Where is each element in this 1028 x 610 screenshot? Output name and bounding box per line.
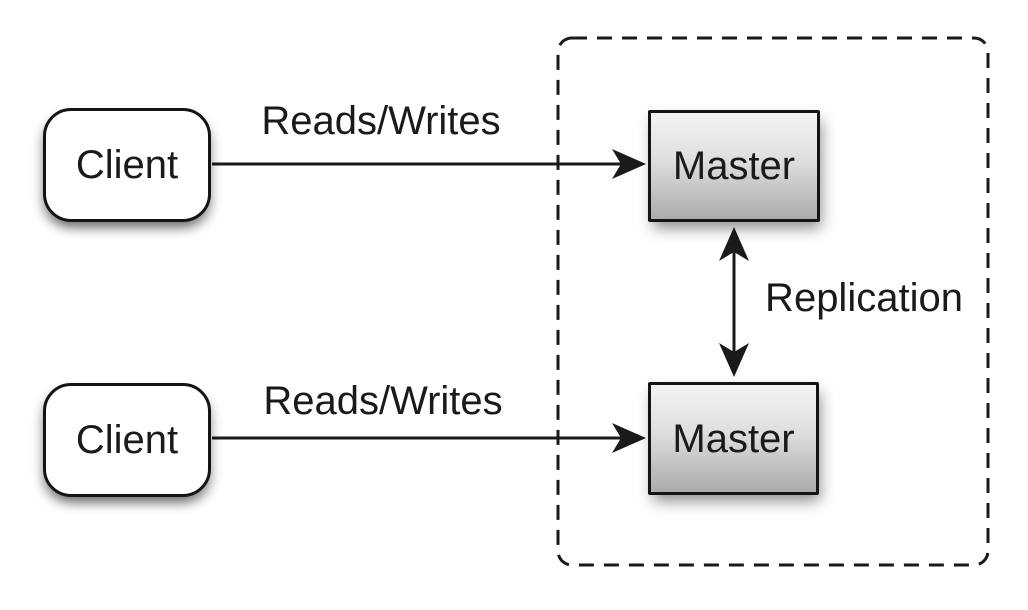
node-client-top-label: Client	[75, 143, 179, 187]
node-master-bottom: Master	[648, 382, 819, 495]
node-client-top: Client	[43, 108, 211, 222]
edge-label-reads-writes-top: Reads/Writes	[261, 99, 501, 143]
node-client-bottom: Client	[43, 383, 211, 497]
replication-group-border	[556, 36, 990, 567]
node-master-bottom-label: Master	[672, 416, 795, 461]
node-master-top-label: Master	[672, 144, 796, 188]
node-client-bottom-label: Client	[75, 418, 179, 462]
node-master-top: Master	[648, 110, 820, 222]
edge-label-reads-writes-bottom: Reads/Writes	[263, 379, 503, 423]
edge-label-replication: Replication	[765, 276, 963, 320]
